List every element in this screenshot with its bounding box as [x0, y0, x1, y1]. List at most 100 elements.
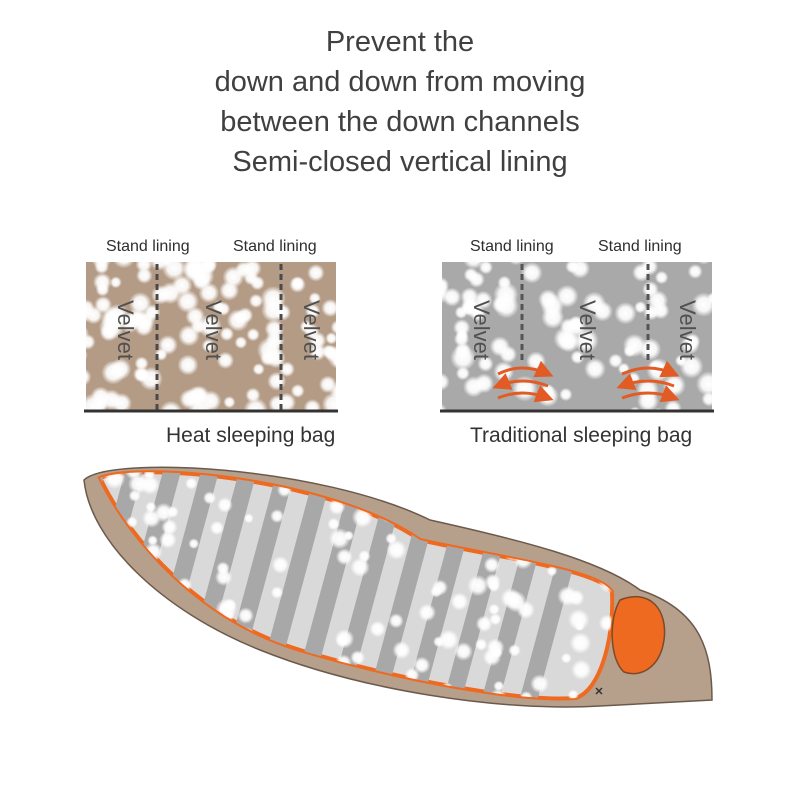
down-cluster — [450, 345, 476, 371]
down-cluster — [166, 505, 179, 518]
sleeping-bag-illustration — [83, 466, 713, 708]
down-cluster — [325, 332, 336, 345]
down-cluster — [111, 392, 132, 410]
down-cluster — [243, 397, 268, 410]
down-cluster — [325, 679, 343, 698]
down-cluster — [94, 295, 113, 314]
down-cluster — [160, 262, 173, 267]
down-cluster — [138, 676, 159, 697]
down-cluster — [707, 292, 712, 305]
down-cluster — [463, 376, 485, 398]
heat-stand-lining-label-2: Stand lining — [233, 238, 317, 255]
down-cluster — [491, 646, 503, 659]
down-cluster — [418, 603, 437, 622]
down-cluster — [478, 262, 493, 275]
down-cluster — [508, 644, 521, 657]
down-cluster — [483, 556, 500, 574]
down-cluster — [594, 547, 613, 566]
down-cluster — [559, 317, 577, 336]
down-cluster — [185, 306, 205, 327]
down-cluster — [321, 344, 336, 359]
down-migration-arrows-1 — [492, 360, 554, 403]
headline: Prevent the down and down from moving be… — [0, 22, 800, 182]
down-cluster — [643, 304, 660, 321]
down-cluster — [290, 383, 305, 398]
down-cluster — [132, 366, 150, 383]
down-cluster — [572, 518, 592, 538]
down-cluster — [234, 336, 248, 349]
down-cluster — [330, 320, 336, 335]
down-cluster — [477, 355, 494, 372]
down-cluster — [556, 505, 578, 527]
down-cluster — [228, 679, 251, 699]
down-cluster — [100, 658, 114, 673]
down-cluster — [329, 381, 336, 403]
down-cluster — [128, 473, 149, 495]
down-cluster — [334, 629, 355, 649]
down-cluster — [252, 363, 265, 376]
down-cluster — [159, 400, 183, 410]
down-cluster — [431, 579, 448, 596]
down-cluster — [177, 354, 199, 376]
down-cluster — [460, 296, 479, 315]
down-cluster — [442, 280, 450, 304]
down-cluster — [159, 530, 177, 549]
down-cluster — [216, 561, 230, 576]
down-cluster — [178, 324, 200, 347]
down-cluster — [161, 519, 178, 536]
traditional-velvet-label-1: Velvet — [469, 300, 494, 360]
down-cluster — [493, 680, 505, 692]
down-cluster — [139, 635, 153, 649]
down-cluster — [435, 473, 456, 495]
down-cluster — [279, 361, 295, 378]
down-cluster — [569, 472, 590, 488]
down-cluster — [585, 514, 607, 536]
down-cluster — [113, 620, 126, 634]
down-cluster — [392, 640, 411, 660]
down-cluster — [223, 598, 237, 613]
down-cluster — [188, 538, 200, 550]
down-cluster — [299, 320, 313, 334]
down-cluster — [500, 588, 522, 609]
traditional-velvet-label-2: Velvet — [575, 300, 600, 360]
down-cluster — [637, 390, 659, 410]
down-cluster — [433, 636, 445, 648]
down-cluster — [250, 275, 265, 291]
down-cluster — [303, 399, 322, 410]
down-cluster — [237, 607, 254, 624]
down-cluster — [327, 517, 341, 531]
down-cluster — [467, 574, 489, 597]
down-cluster — [561, 488, 581, 507]
down-cluster — [289, 276, 306, 293]
down-cluster — [680, 335, 700, 355]
down-cluster — [442, 372, 450, 391]
down-cluster — [219, 326, 234, 342]
down-cluster — [132, 312, 145, 325]
down-cluster — [698, 262, 710, 265]
down-cluster — [219, 280, 240, 301]
down-cluster — [305, 303, 321, 319]
down-cluster — [662, 373, 686, 397]
down-cluster — [248, 293, 264, 309]
down-cluster — [687, 264, 703, 279]
down-cluster — [711, 252, 723, 264]
down-cluster — [271, 556, 290, 574]
down-cluster — [222, 667, 241, 687]
down-cluster — [329, 682, 349, 699]
down-cluster — [343, 530, 355, 541]
down-cluster — [450, 592, 469, 611]
down-cluster — [270, 509, 285, 524]
headline-line-2: down and down from moving — [214, 66, 586, 98]
down-cluster — [388, 613, 404, 629]
down-cluster — [555, 284, 579, 308]
down-cluster — [629, 406, 641, 410]
zipper-pull-icon — [595, 687, 603, 695]
down-cluster — [584, 358, 606, 380]
down-cluster — [100, 544, 112, 556]
down-cluster — [654, 270, 669, 285]
down-cluster — [530, 674, 550, 694]
down-cluster — [480, 472, 495, 483]
down-cluster — [442, 403, 448, 410]
down-cluster — [86, 350, 88, 360]
